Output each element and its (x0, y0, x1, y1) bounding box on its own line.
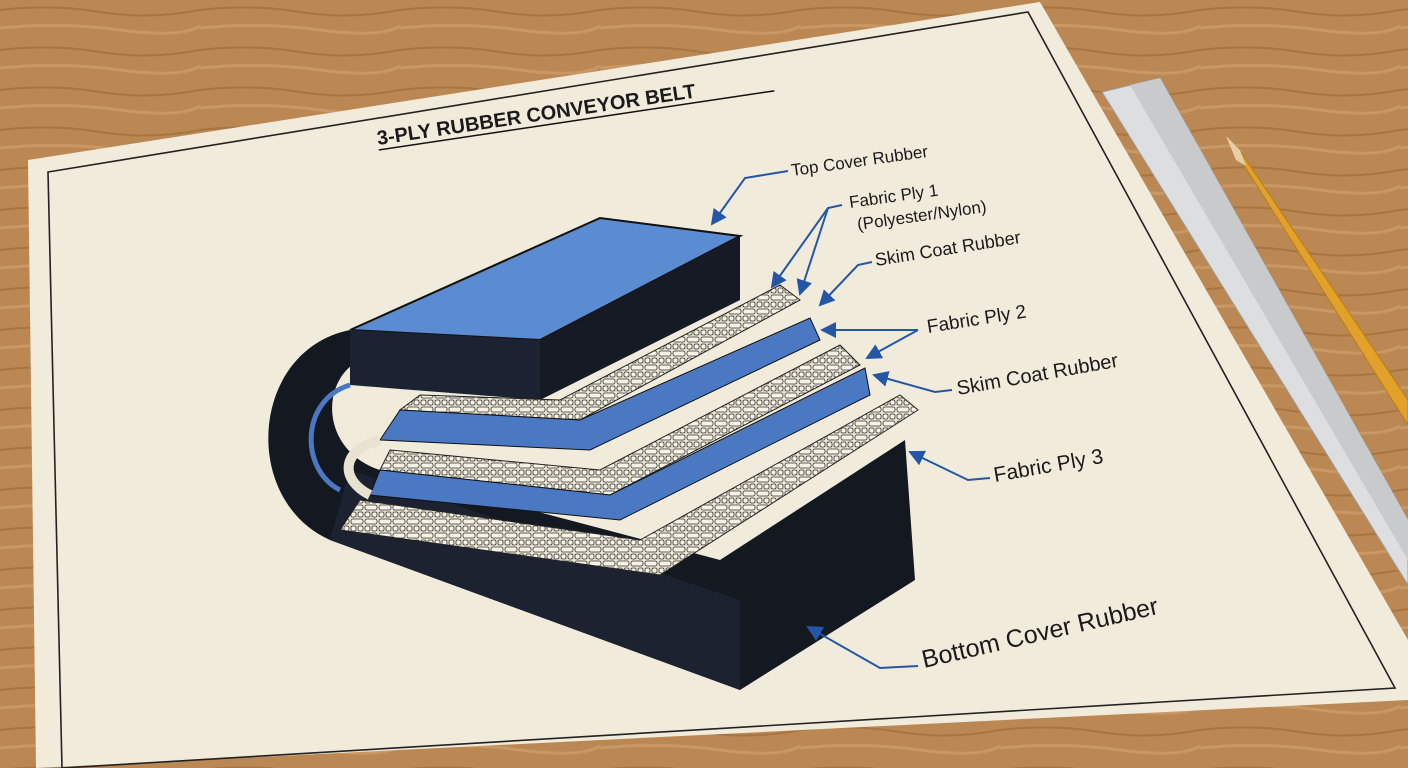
conveyor-belt-illustration (268, 216, 919, 690)
pencil[interactable] (1226, 136, 1408, 426)
title-underline (378, 90, 775, 151)
paper-border (47, 11, 1397, 768)
fabric-ply-3 (339, 394, 919, 576)
leader-lines (710, 170, 991, 670)
bottom-cover-rubber (268, 330, 915, 690)
ruler[interactable] (1101, 77, 1408, 586)
